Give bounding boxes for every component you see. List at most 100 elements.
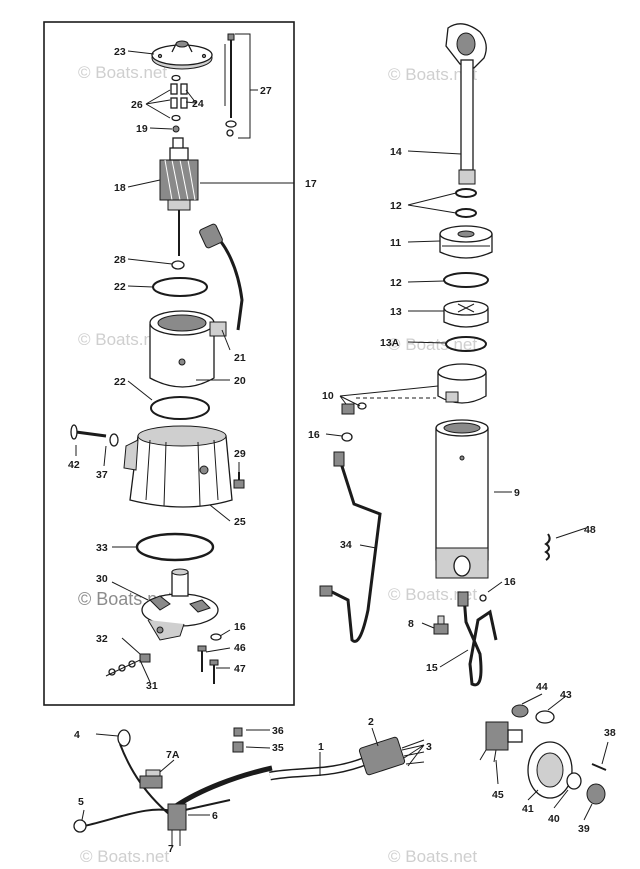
- part-bolt: [70, 424, 119, 447]
- part-switch-housing: [527, 741, 573, 799]
- part-washer: [566, 772, 582, 790]
- label-33: 33: [96, 542, 108, 554]
- label-27: 27: [260, 85, 272, 97]
- label-24: 24: [192, 98, 204, 110]
- label-16b: 16: [308, 429, 320, 441]
- motor-assembly-frame: [43, 21, 295, 706]
- part-wire-lead: [199, 223, 244, 337]
- label-47: 47: [234, 663, 246, 675]
- label-6: 6: [212, 810, 218, 822]
- label-4: 4: [74, 729, 80, 741]
- part-screw: [233, 472, 245, 489]
- part-motor-frame: [149, 310, 215, 388]
- label-5: 5: [78, 796, 84, 808]
- part-screw: [433, 615, 449, 635]
- label-7: 7: [168, 843, 174, 855]
- part-tube-fitting: [457, 591, 469, 607]
- label-2: 2: [368, 716, 374, 728]
- label-8: 8: [408, 618, 414, 630]
- part-o-ring: [445, 336, 487, 352]
- label-38: 38: [604, 727, 616, 739]
- leader-lines: [75, 33, 609, 848]
- label-9: 9: [514, 487, 520, 499]
- watermark: © Boats.net: [80, 847, 169, 866]
- watermark: © Boats.net: [78, 330, 167, 349]
- part-piston: [443, 300, 489, 328]
- part-thrust-washer: [171, 260, 185, 270]
- part-housing: [123, 425, 233, 508]
- label-32: 32: [96, 633, 108, 645]
- label-11: 11: [390, 237, 401, 249]
- label-35: 35: [272, 742, 284, 754]
- part-end-cap: [151, 40, 213, 70]
- label-22a: 22: [114, 281, 126, 293]
- label-7a: 7A: [166, 749, 180, 761]
- label-37: 37: [96, 469, 108, 481]
- label-19: 19: [136, 123, 148, 135]
- watermark: © Boats.net: [388, 65, 477, 84]
- label-18: 18: [114, 182, 126, 194]
- part-o-ring-small: [341, 432, 353, 442]
- label-23: 23: [114, 46, 126, 58]
- part-o-ring: [152, 277, 208, 297]
- label-13: 13: [390, 306, 402, 318]
- part-cable-harness: [73, 727, 425, 846]
- part-through-bolts: [224, 33, 237, 137]
- label-44: 44: [536, 681, 548, 693]
- label-48: 48: [584, 524, 596, 536]
- label-43: 43: [560, 689, 572, 701]
- part-piston-rod: [445, 23, 487, 185]
- part-labels: 23 26 24 19 27 18 17 28 22 21 20 22 29 4…: [68, 46, 616, 855]
- label-31: 31: [146, 680, 158, 692]
- label-45: 45: [492, 789, 504, 801]
- label-39: 39: [578, 823, 590, 835]
- part-armature: [159, 137, 199, 256]
- part-switch: [479, 721, 523, 763]
- label-12b: 12: [390, 277, 402, 289]
- part-cylinder-cap: [439, 225, 493, 259]
- label-36: 36: [272, 725, 284, 737]
- label-46: 46: [234, 642, 246, 654]
- part-screw: [591, 763, 607, 771]
- part-o-ring: [150, 396, 210, 420]
- part-bolt: [197, 645, 219, 684]
- label-3: 3: [426, 741, 432, 753]
- label-41: 41: [522, 803, 534, 815]
- watermark: © Boats.net: [388, 847, 477, 866]
- watermark: © Boats.net: [78, 63, 167, 82]
- label-1: 1: [318, 741, 324, 753]
- part-o-ring: [443, 272, 489, 288]
- part-cylinder: [435, 363, 489, 579]
- label-20: 20: [234, 375, 246, 387]
- part-large-o-ring: [135, 532, 215, 562]
- part-seal: [455, 188, 477, 198]
- part-spring: [544, 533, 551, 561]
- part-nut: [511, 704, 529, 718]
- label-15: 15: [426, 662, 438, 674]
- part-brush-end-cap: [141, 568, 219, 641]
- label-16c: 16: [504, 576, 516, 588]
- label-40: 40: [548, 813, 560, 825]
- part-washer: [172, 125, 180, 133]
- part-seal: [455, 208, 477, 218]
- part-tube-fitting: [333, 451, 345, 467]
- label-28: 28: [114, 254, 126, 266]
- part-boot: [586, 783, 606, 805]
- label-25: 25: [234, 516, 246, 528]
- part-o-ring-small: [210, 633, 222, 641]
- label-22b: 22: [114, 376, 126, 388]
- label-10: 10: [322, 390, 334, 402]
- label-16a: 16: [234, 621, 246, 633]
- label-13a: 13A: [380, 337, 400, 349]
- part-fittings: [341, 397, 436, 415]
- part-brushes: [170, 74, 188, 122]
- label-30: 30: [96, 573, 108, 585]
- label-29: 29: [234, 448, 246, 460]
- watermark: © Boats.net: [388, 585, 477, 604]
- part-tube-fitting: [319, 585, 333, 597]
- part-tube: [462, 595, 498, 687]
- label-17: 17: [305, 178, 317, 190]
- label-26: 26: [131, 99, 143, 111]
- label-12a: 12: [390, 200, 402, 212]
